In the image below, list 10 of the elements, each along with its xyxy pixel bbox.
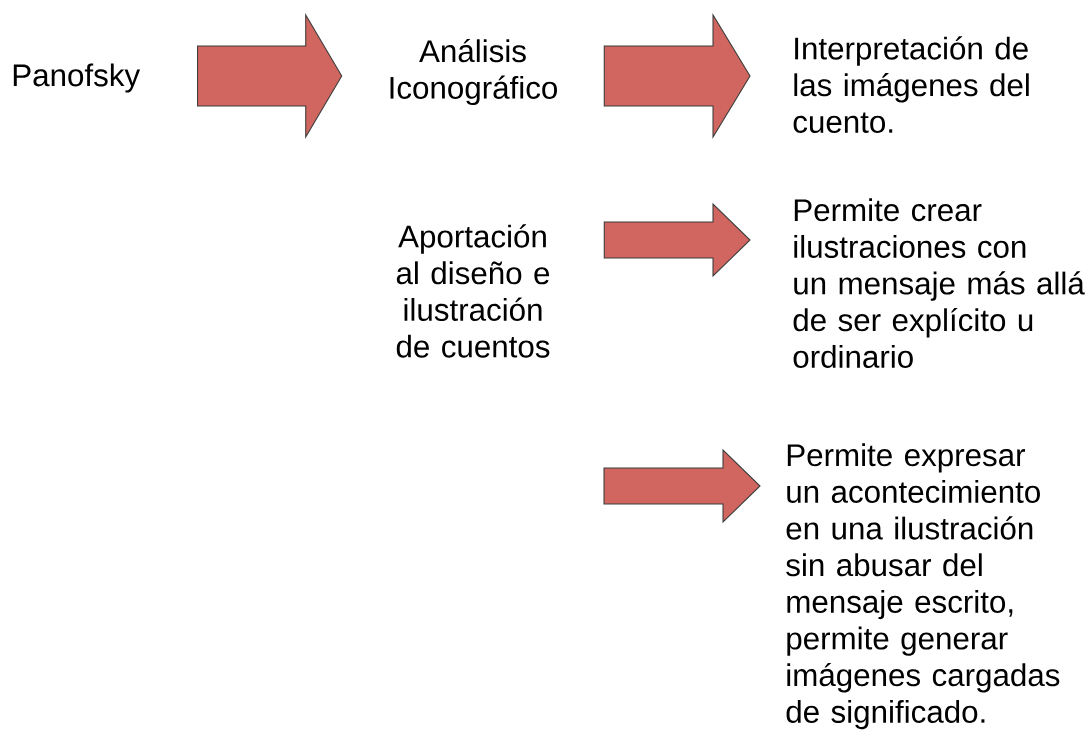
text-label: Panofsky bbox=[13, 63, 141, 93]
block-arrow bbox=[603, 202, 751, 278]
block-arrow bbox=[603, 13, 751, 139]
text-label: Aportación al diseño e ilustración de cuentos bbox=[396, 224, 550, 358]
text-label: Permite expresar un acontecimiento en una ilustración sin abusar del mensaje escrito, permite generar imágenes cargadas de significado. bbox=[786, 443, 1060, 730]
block-arrow bbox=[197, 13, 343, 139]
text-label: Análisis Iconográfico bbox=[390, 38, 557, 106]
text-label: Permite crear ilustraciones con un mensaje más allá de ser explícito u ordinario bbox=[793, 198, 1085, 368]
block-arrow bbox=[603, 448, 761, 524]
text-label: Interpretación de las imágenes del cuento. bbox=[793, 36, 1029, 133]
